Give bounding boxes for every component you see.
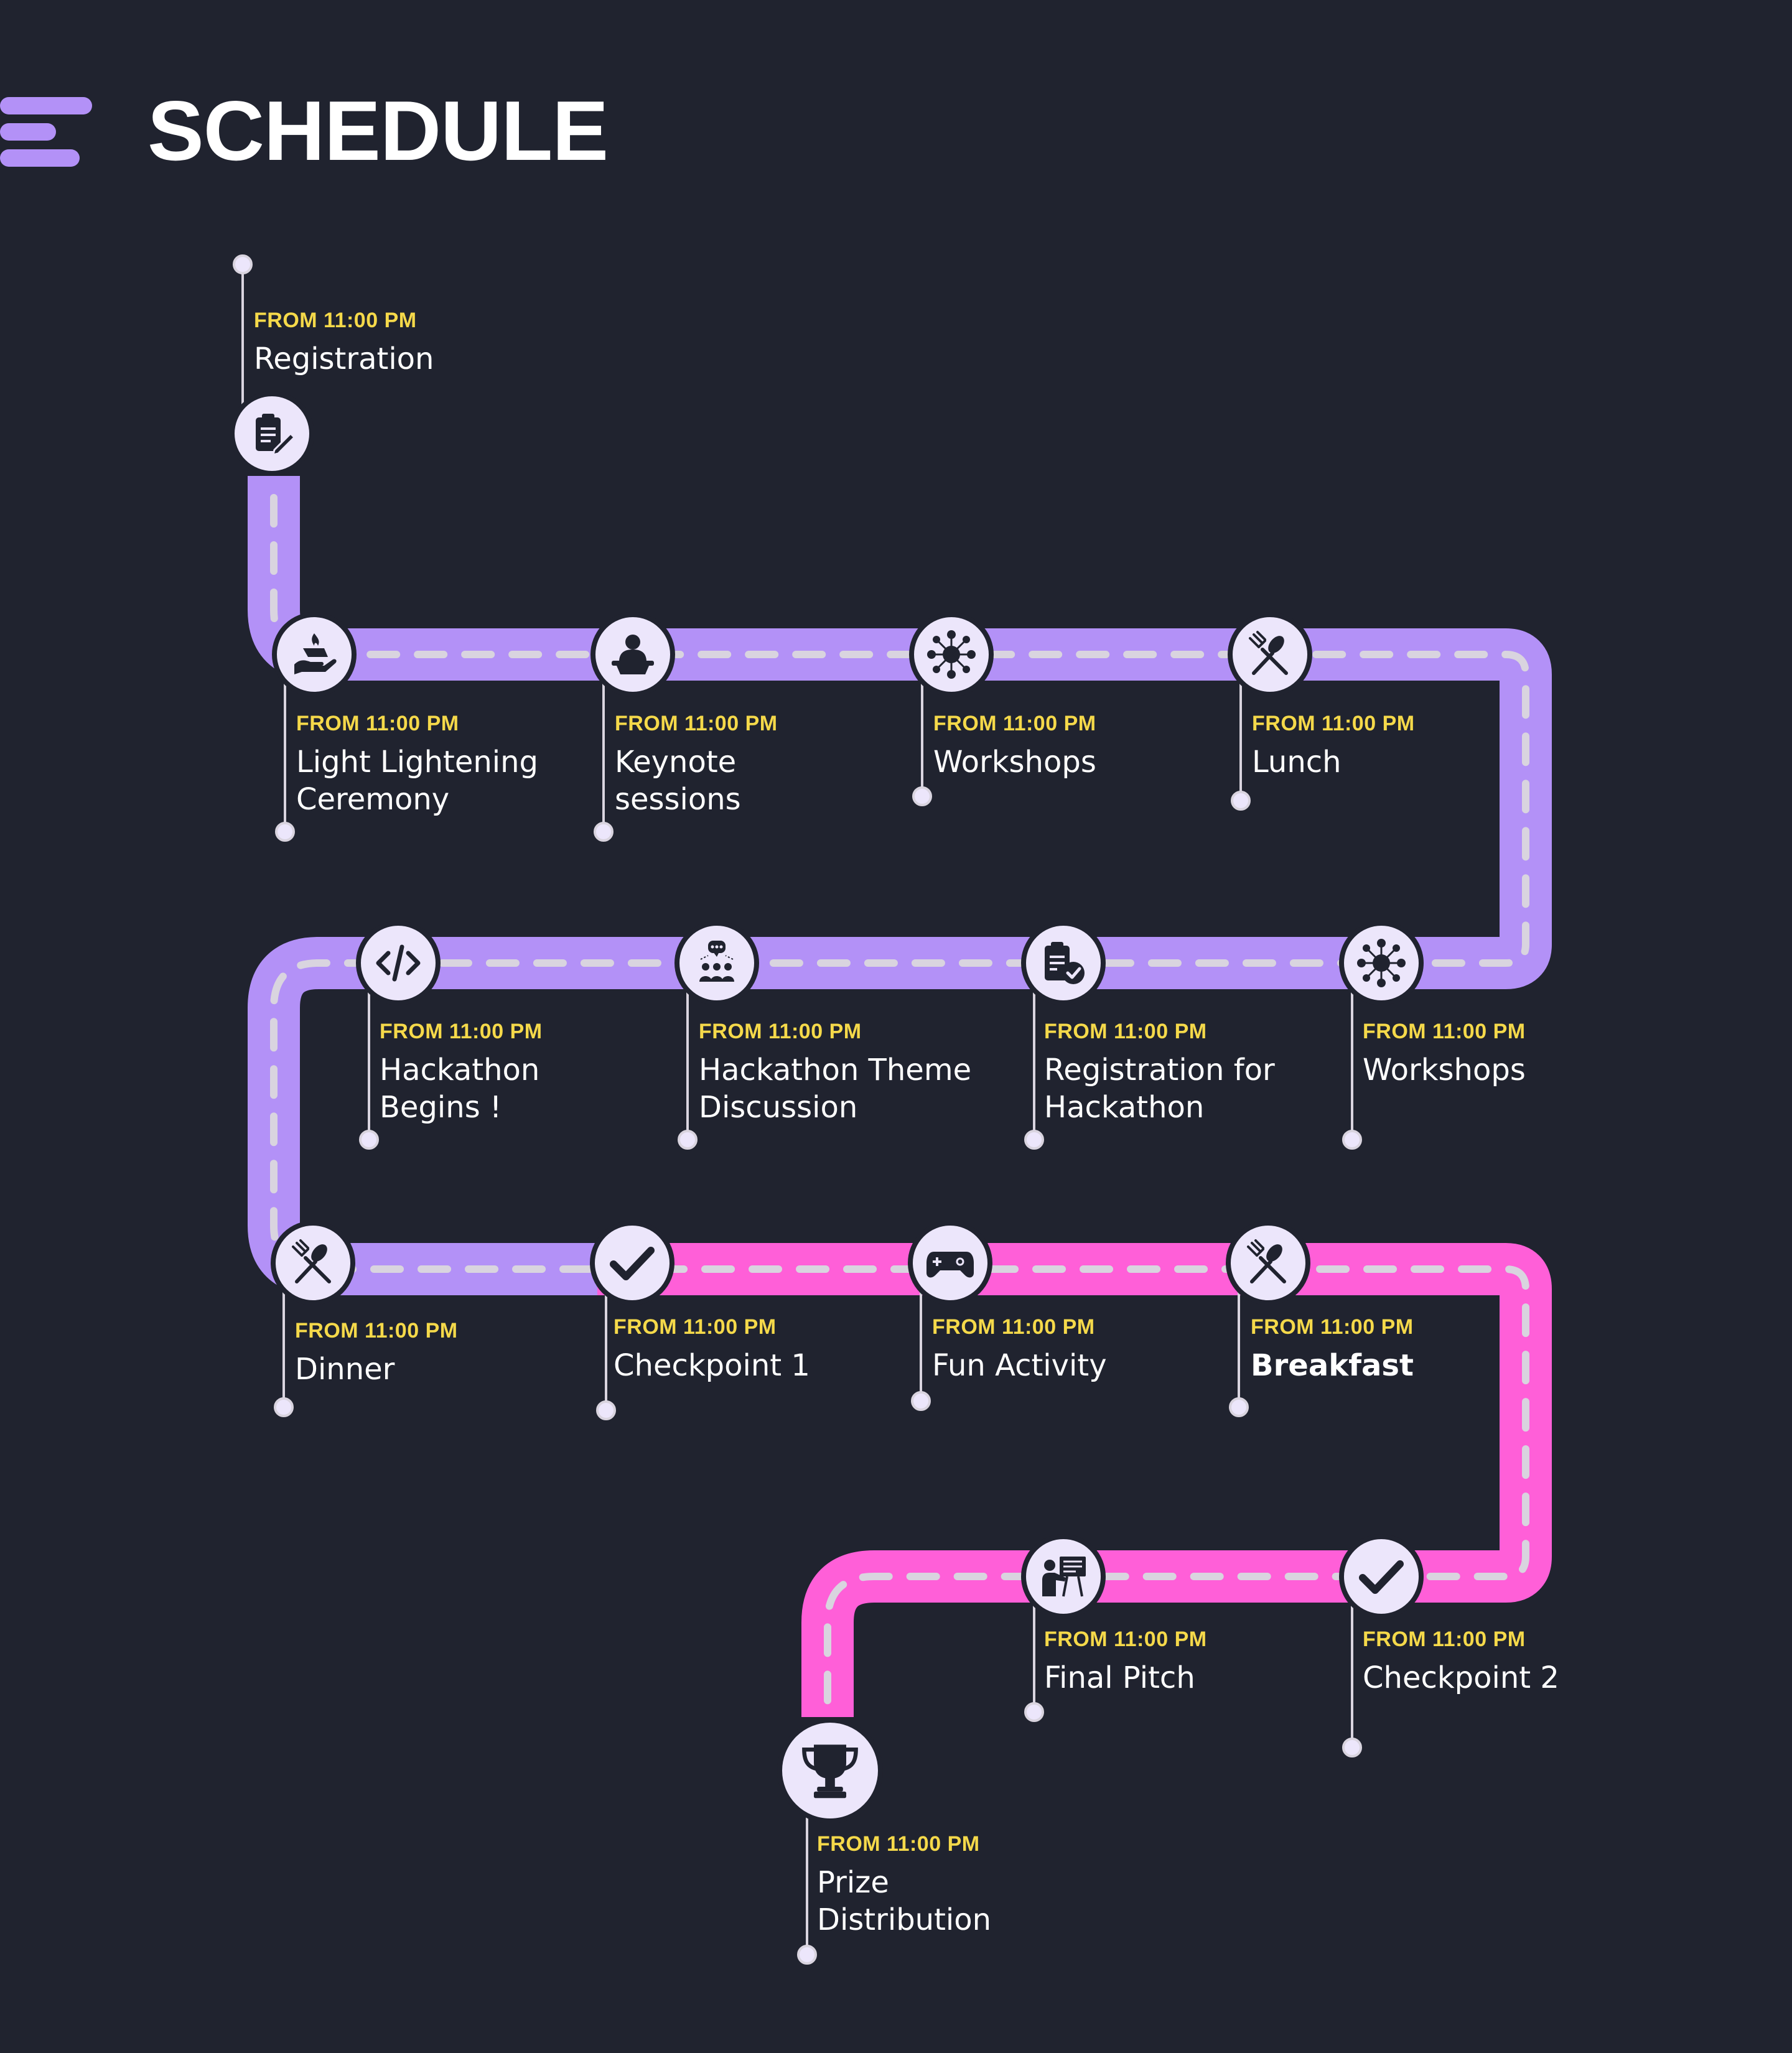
track-purple [248, 476, 1552, 1295]
event-keynote-sessions: FROM 11:00 PM Keynote sessions [615, 711, 963, 818]
event-light-lightening-ceremony: FROM 11:00 PM Light Lightening Ceremony [296, 711, 645, 818]
event-fun-activity: FROM 11:00 PM Fun Activity [932, 1315, 1281, 1384]
code-icon [356, 921, 441, 1005]
network-team-icon [909, 612, 994, 697]
event-final-pitch: FROM 11:00 PM Final Pitch [1044, 1627, 1393, 1697]
event-prize-distribution: FROM 11:00 PM Prize Distribution [817, 1832, 1165, 1939]
event-breakfast: FROM 11:00 PM Breakfast [1251, 1315, 1599, 1384]
event-name: Hackathon Begins ! [380, 1053, 540, 1125]
speaker-podium-icon [590, 612, 675, 697]
event-name: Fun Activity [932, 1348, 1107, 1383]
event-time: FROM 11:00 PM [1044, 1627, 1207, 1651]
network-team-icon [1339, 921, 1424, 1005]
event-name: Light Lightening Ceremony [296, 745, 539, 817]
event-time: FROM 11:00 PM [1251, 1315, 1414, 1339]
event-hackathon-theme-discussion: FROM 11:00 PM Hackathon Theme Discussion [699, 1019, 1047, 1126]
event-checkpoint-2: FROM 11:00 PM Checkpoint 2 [1363, 1627, 1711, 1697]
event-time: FROM 11:00 PM [1363, 1627, 1526, 1651]
event-name: Checkpoint 1 [614, 1348, 810, 1383]
event-time: FROM 11:00 PM [699, 1020, 862, 1043]
page-title: SCHEDULE [147, 83, 609, 178]
event-name: Final Pitch [1044, 1660, 1195, 1695]
menu-lines-icon[interactable] [0, 93, 93, 171]
checkmark-icon [590, 1221, 674, 1305]
event-name: Registration [254, 342, 434, 376]
event-name: Checkpoint 2 [1363, 1660, 1559, 1695]
event-time: FROM 11:00 PM [296, 712, 459, 735]
group-discussion-icon [674, 921, 759, 1005]
spoon-fork-icon [271, 1221, 355, 1305]
checkmark-icon [1339, 1534, 1424, 1619]
event-name: Registration for Hackathon [1044, 1053, 1275, 1125]
event-time: FROM 11:00 PM [933, 712, 1096, 735]
event-name: Workshops [1363, 1053, 1526, 1087]
event-time: FROM 11:00 PM [380, 1020, 543, 1043]
spoon-fork-icon [1226, 1221, 1310, 1305]
event-time: FROM 11:00 PM [614, 1315, 777, 1339]
event-time: FROM 11:00 PM [932, 1315, 1095, 1339]
event-name: Dinner [295, 1352, 395, 1387]
event-time: FROM 11:00 PM [1252, 712, 1415, 735]
clipboard-check-icon [1021, 921, 1106, 1005]
gamepad-icon [908, 1221, 992, 1305]
event-workshops: FROM 11:00 PM Workshops [933, 711, 1282, 781]
event-time: FROM 11:00 PM [254, 309, 417, 332]
event-dinner: FROM 11:00 PM Dinner [295, 1318, 643, 1388]
event-name: Workshops [933, 745, 1096, 780]
spoon-fork-icon [1228, 612, 1312, 697]
event-registration-for-hackathon: FROM 11:00 PM Registration for Hackathon [1044, 1019, 1393, 1126]
event-time: FROM 11:00 PM [1363, 1020, 1526, 1043]
clipboard-pencil-icon [230, 391, 314, 476]
event-time: FROM 11:00 PM [295, 1319, 458, 1343]
event-checkpoint-1: FROM 11:00 PM Checkpoint 1 [614, 1315, 962, 1384]
event-name: Lunch [1252, 745, 1342, 780]
event-time: FROM 11:00 PM [1044, 1020, 1207, 1043]
event-name: Hackathon Theme Discussion [699, 1053, 972, 1125]
event-hackathon-begins: FROM 11:00 PM Hackathon Begins ! [380, 1019, 728, 1126]
event-registration: FROM 11:00 PM Registration [254, 308, 602, 378]
event-time: FROM 11:00 PM [615, 712, 778, 735]
event-name: Prize Distribution [817, 1865, 992, 1937]
hand-flame-icon [272, 612, 357, 697]
event-time: FROM 11:00 PM [817, 1832, 980, 1856]
presentation-board-icon [1021, 1534, 1106, 1619]
event-name: Breakfast [1251, 1348, 1414, 1383]
event-lunch: FROM 11:00 PM Lunch [1252, 711, 1600, 781]
trophy-icon [777, 1718, 883, 1823]
event-name: Keynote sessions [615, 745, 741, 817]
event-workshops-2: FROM 11:00 PM Workshops [1363, 1019, 1711, 1089]
track-dashes [270, 494, 1529, 1721]
